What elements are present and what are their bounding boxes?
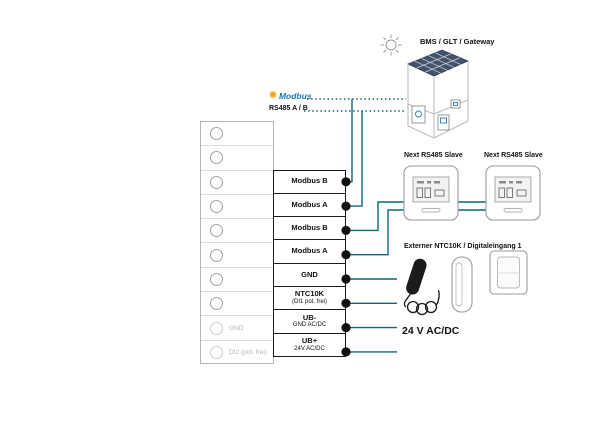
terminal-circle <box>210 224 223 238</box>
terminal-label-boxes: Modbus B Modbus A Modbus B Modbus A GND … <box>273 169 346 357</box>
terminal-gray-label: GND <box>229 324 244 332</box>
terminal-row <box>201 292 273 317</box>
terminal-row-gnd: GND <box>201 316 273 341</box>
terminal-circle <box>210 200 223 214</box>
terminal-ntc10k: NTC10K (DI1 pot. frei) <box>273 286 346 311</box>
rs485-slave-1-label: Next RS485 Slave <box>404 152 463 159</box>
rs485-slave-device-1 <box>403 165 459 221</box>
terminal-circle <box>210 151 223 165</box>
terminal-circle <box>210 127 223 141</box>
building-illustration <box>407 49 470 139</box>
rs485-slave-device-2 <box>485 165 541 221</box>
power-supply-label: 24 V AC/DC <box>402 325 460 337</box>
terminal-label: UB- <box>302 312 317 322</box>
terminal-modbus-a-1: Modbus A <box>273 192 346 218</box>
terminal-modbus-b-2: Modbus B <box>273 216 346 241</box>
terminal-modbus-b-1: Modbus B <box>273 169 346 194</box>
external-ntc-label: Externer NTC10K / Digitaleingang 1 <box>404 243 522 250</box>
terminal-label: NTC10K <box>294 289 325 299</box>
terminal-circle <box>210 321 223 335</box>
modbus-star-icon: ✹ <box>269 90 277 102</box>
terminal-row <box>201 171 273 195</box>
bms-gateway-label: BMS / GLT / Gateway <box>420 37 495 46</box>
terminal-row <box>201 268 273 293</box>
terminal-circle <box>210 297 223 311</box>
terminal-block: GND DI2 (pot. frei) <box>200 121 274 364</box>
terminal-row <box>201 122 273 147</box>
terminal-modbus-a-2: Modbus A <box>273 239 346 264</box>
rs485-label: RS485 A / B <box>269 105 308 112</box>
wall-switch-illustration <box>489 250 528 295</box>
terminal-circle <box>210 248 223 262</box>
terminal-label: Modbus B <box>291 176 328 186</box>
modbus-logo: ✹ Modbus <box>269 91 312 101</box>
terminal-row <box>201 195 273 220</box>
sun-icon <box>380 34 402 56</box>
terminal-label: Modbus A <box>291 199 328 209</box>
terminal-circle <box>210 346 223 360</box>
terminal-row-di2: DI2 (pot. frei) <box>201 341 273 365</box>
terminal-sublabel: GND AC/DC <box>292 322 327 329</box>
terminal-circle <box>210 272 223 286</box>
terminal-gnd: GND <box>273 262 346 288</box>
ntc-probe-illustration <box>403 258 440 316</box>
terminal-label: Modbus B <box>291 223 328 233</box>
terminal-ub-plus: UB+ 24V AC/DC <box>273 332 346 357</box>
terminal-sublabel: (DI1 pot. frei) <box>291 299 327 306</box>
rs485-slave-2-label: Next RS485 Slave <box>484 152 543 159</box>
terminal-label: Modbus A <box>291 246 328 256</box>
terminal-row <box>201 243 273 268</box>
terminal-circle <box>210 175 223 189</box>
terminal-label: UB+ <box>301 336 318 346</box>
terminal-row <box>201 219 273 244</box>
terminal-label: GND <box>301 269 318 279</box>
terminal-ub-minus: UB- GND AC/DC <box>273 309 346 334</box>
terminal-sublabel: 24V AC/DC <box>294 345 325 352</box>
terminal-gray-label: DI2 (pot. frei) <box>229 349 267 357</box>
terminal-row <box>201 146 273 171</box>
door-contact-illustration <box>451 256 473 313</box>
modbus-logo-text: Modbus <box>278 91 312 101</box>
